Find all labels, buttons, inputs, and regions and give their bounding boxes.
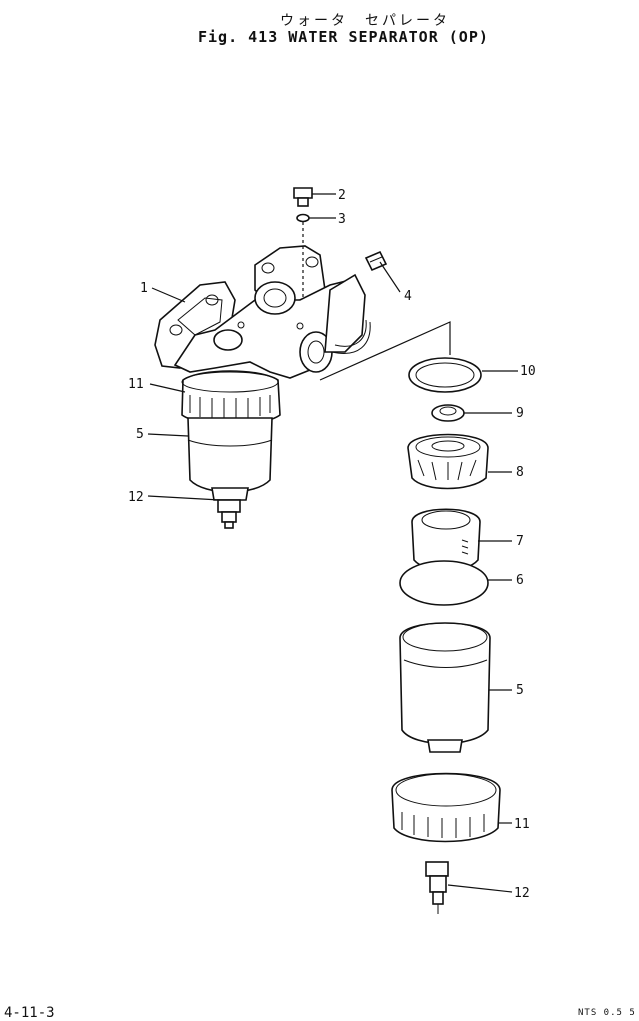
callout-11-assembled: 11 xyxy=(128,377,144,392)
o-ring-small xyxy=(296,213,310,223)
assembled-ring-nut xyxy=(181,370,281,426)
figure-title-japanese: ウォータ セパレータ xyxy=(280,13,450,29)
head-bracket-assembly xyxy=(154,245,371,379)
callout-1: 1 xyxy=(140,281,148,296)
seal-9 xyxy=(431,404,465,422)
callout-9: 9 xyxy=(516,406,524,421)
figure-title: Fig. 413 WATER SEPARATOR (OP) xyxy=(198,28,489,46)
callout-11: 11 xyxy=(514,817,530,832)
page-number: 4-11-3 xyxy=(4,1005,55,1021)
ring-nut-11 xyxy=(391,772,501,843)
callout-4: 4 xyxy=(404,289,412,304)
assembled-filter-bowl xyxy=(187,417,273,501)
document-code: NTS 0.5 5 xyxy=(578,1008,636,1018)
air-bleed-plug xyxy=(293,187,313,207)
drain-plug-12 xyxy=(425,861,449,914)
seal-ring-10 xyxy=(408,357,482,393)
callout-3: 3 xyxy=(338,212,346,227)
port-plug xyxy=(364,250,388,272)
assembled-drain-plug xyxy=(217,499,241,529)
leader-lines xyxy=(147,193,518,893)
callout-8: 8 xyxy=(516,465,524,480)
callout-12: 12 xyxy=(514,886,530,901)
callout-10: 10 xyxy=(520,364,536,379)
element-holder-8 xyxy=(407,433,489,490)
filter-bowl-5 xyxy=(399,622,491,753)
callout-2: 2 xyxy=(338,188,346,203)
callout-6: 6 xyxy=(516,573,524,588)
callout-12-assembled: 12 xyxy=(128,490,144,505)
callout-5: 5 xyxy=(516,683,524,698)
o-ring-6 xyxy=(399,560,489,606)
explosion-leader xyxy=(319,321,451,381)
callout-7: 7 xyxy=(516,534,524,549)
callout-5-assembled: 5 xyxy=(136,427,144,442)
